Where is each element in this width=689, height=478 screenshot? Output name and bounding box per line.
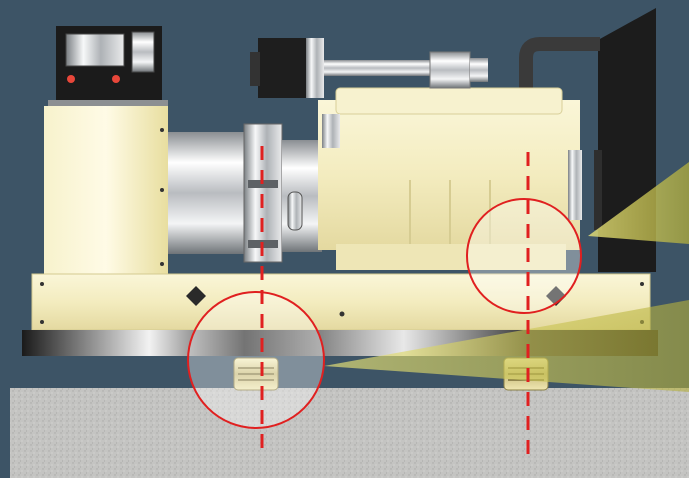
base-bolt bbox=[339, 311, 345, 317]
radiator-side bbox=[594, 150, 602, 230]
intake-tube bbox=[306, 38, 324, 98]
left-beam bbox=[324, 300, 689, 392]
base-bolt bbox=[40, 282, 44, 286]
valve-cover bbox=[322, 114, 340, 148]
base-bolt bbox=[640, 282, 644, 286]
exhaust-pipe bbox=[519, 37, 600, 110]
right-beam bbox=[588, 162, 689, 244]
air-filter-cap bbox=[250, 52, 260, 86]
indicator-light-2 bbox=[112, 75, 120, 83]
lifting-hole bbox=[546, 286, 566, 306]
control-box-mount bbox=[48, 100, 168, 106]
lifting-hole bbox=[186, 286, 206, 306]
bolt bbox=[160, 262, 164, 266]
engine-head bbox=[335, 87, 563, 115]
bolt bbox=[160, 128, 164, 132]
air-filter bbox=[258, 38, 306, 98]
control-display bbox=[65, 33, 125, 67]
indicator-light-1 bbox=[67, 75, 75, 83]
base-bolt bbox=[40, 320, 44, 324]
base-frame bbox=[31, 273, 651, 331]
intake-pipe bbox=[324, 60, 434, 76]
alternator-housing bbox=[44, 106, 168, 274]
engine-side-pipe bbox=[568, 150, 582, 220]
concrete-pad bbox=[10, 388, 689, 478]
turbo-outlet bbox=[470, 58, 488, 82]
control-gauge bbox=[131, 31, 155, 73]
left-magnifier bbox=[187, 291, 325, 429]
alternator-drum bbox=[168, 132, 244, 254]
flywheel-window bbox=[287, 191, 303, 231]
turbo bbox=[429, 51, 471, 89]
right-magnifier bbox=[466, 198, 582, 314]
bolt bbox=[160, 188, 164, 192]
